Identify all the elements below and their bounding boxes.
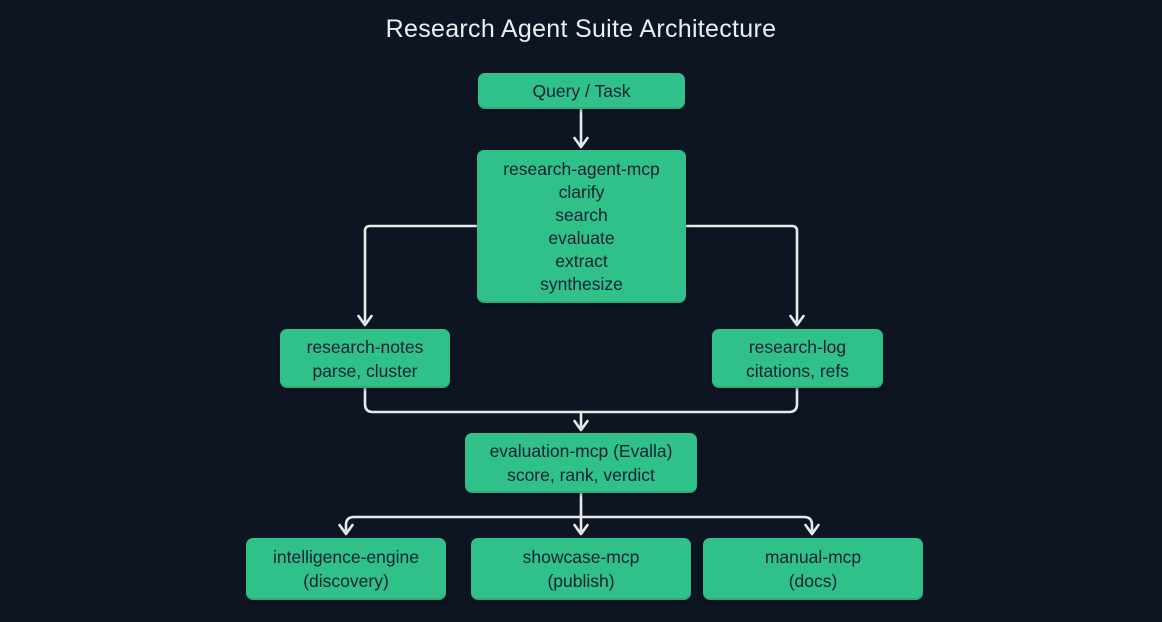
- node-research-notes: research-notes parse, cluster: [280, 329, 450, 388]
- node-research-agent-mcp-tool-extract: extract: [555, 250, 608, 271]
- node-research-notes-title: research-notes: [306, 336, 424, 357]
- node-research-notes-subtitle: parse, cluster: [312, 360, 418, 381]
- diagram-title: Research Agent Suite Architecture: [385, 15, 777, 43]
- arrow-agent-to-log: [684, 224, 799, 323]
- node-research-agent-mcp-tool-clarify: clarify: [558, 181, 605, 202]
- node-evaluation-mcp: evaluation-mcp (Evalla) score, rank, ver…: [465, 433, 697, 493]
- arrowhead-converge: [573, 419, 589, 432]
- arrowhead-evaluation-to-intelligence: [338, 523, 354, 536]
- node-query-task: Query / Task: [478, 73, 685, 109]
- arrow-agent-to-notes: [363, 224, 479, 323]
- node-research-log-title: research-log: [748, 336, 847, 357]
- node-intelligence-engine-title: intelligence-engine: [273, 547, 419, 567]
- node-research-agent-mcp-tool-evaluate: evaluate: [548, 227, 615, 248]
- arrow-log-to-evaluation: [579, 386, 799, 414]
- arrowhead-agent-to-log: [789, 314, 805, 327]
- arrowhead-evaluation-to-manual: [804, 523, 820, 536]
- node-intelligence-engine-subtitle: (discovery): [303, 571, 389, 591]
- node-intelligence-engine: intelligence-engine (discovery): [246, 538, 446, 600]
- arrowhead-query-to-agent: [573, 136, 589, 149]
- node-research-agent-mcp: research-agent-mcp clarify search evalua…: [477, 150, 686, 303]
- node-query-task-label: Query / Task: [532, 80, 631, 101]
- arrow-evaluation-to-intelligence: [344, 515, 583, 532]
- node-research-log: research-log citations, refs: [712, 329, 883, 388]
- arrowhead-evaluation-to-showcase: [573, 523, 589, 536]
- arrow-evaluation-to-manual: [579, 515, 814, 532]
- node-research-log-subtitle: citations, refs: [745, 360, 850, 381]
- node-showcase-mcp-subtitle: (publish): [547, 571, 615, 591]
- node-research-agent-mcp-title: research-agent-mcp: [503, 158, 660, 179]
- node-evaluation-mcp-subtitle: score, rank, verdict: [507, 465, 655, 485]
- arrow-notes-to-evaluation: [363, 386, 583, 414]
- arrowhead-agent-to-notes: [357, 314, 373, 327]
- node-research-agent-mcp-tool-synthesize: synthesize: [540, 273, 623, 294]
- node-manual-mcp-subtitle: (docs): [788, 571, 838, 591]
- node-showcase-mcp-title: showcase-mcp: [522, 547, 640, 567]
- node-manual-mcp-title: manual-mcp: [764, 547, 862, 567]
- node-manual-mcp: manual-mcp (docs): [703, 538, 923, 600]
- node-research-agent-mcp-tool-search: search: [555, 204, 608, 225]
- node-showcase-mcp: showcase-mcp (publish): [471, 538, 691, 600]
- node-evaluation-mcp-title: evaluation-mcp (Evalla): [489, 441, 673, 461]
